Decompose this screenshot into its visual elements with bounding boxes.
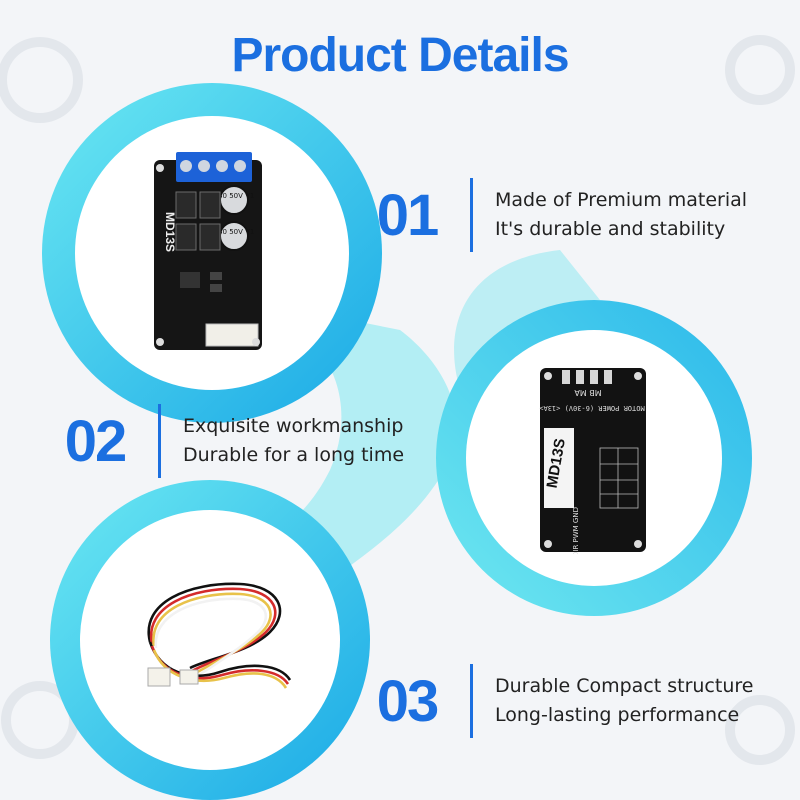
feature-divider [470,664,473,738]
feature-text: Made of Premium material It's durable an… [495,186,747,244]
connector-cable-image [147,582,292,689]
feature-line: Exquisite workmanship [183,415,404,437]
feature-03: 03 Durable Compact structure Long-lastin… [368,664,753,738]
page-title: Product Details [231,29,569,82]
capacitor-label: 330 50V V1 [214,228,255,236]
driver-board-front-image: 330 50V V1 330 50V V1 MD13S [154,152,262,350]
feature-line: It's durable and stability [495,218,726,240]
feature-text: Durable Compact structure Long-lasting p… [495,672,753,730]
feature-line: Durable Compact structure [495,675,754,697]
feature-line: Durable for a long time [183,444,405,466]
feature-number: 03 [376,668,440,734]
capacitor-label: 330 50V V1 [214,192,255,200]
board-model-label: MD13S [163,212,177,252]
feature-text: Exquisite workmanship Durable for a long… [183,412,404,470]
motor-power-label: MOTOR POWER (6-30V) <13A> [539,404,644,412]
terminal-label: MB MA [574,388,602,397]
driver-board-back-image: MB MA MOTOR POWER (6-30V) <13A> MD13S DI… [539,368,646,554]
feature-number: 01 [376,182,440,248]
feature-number: 02 [64,408,128,474]
feature-line: Made of Premium material [495,189,748,211]
feature-divider [470,178,473,252]
feature-01: 01 Made of Premium material It's durable… [368,178,747,252]
pin-label: DIR PWM GND [572,507,580,554]
feature-divider [158,404,161,478]
feature-02: 02 Exquisite workmanship Durable for a l… [56,404,404,478]
feature-line: Long-lasting performance [495,704,740,726]
